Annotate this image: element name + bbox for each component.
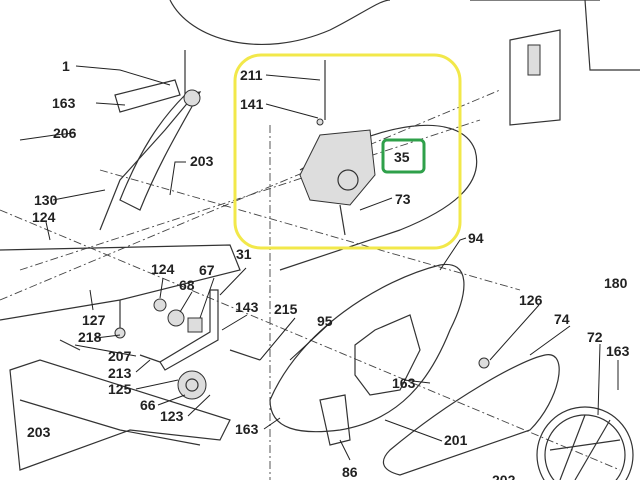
label-31: 31 (236, 246, 252, 262)
belt-cover-94 (269, 263, 465, 433)
bushing-67 (187, 317, 203, 333)
label-74: 74 (554, 311, 570, 327)
label-203: 203 (190, 153, 214, 169)
frame-corner (470, 0, 640, 126)
washer-124 (153, 298, 167, 312)
label-163-lower: 163 (235, 421, 259, 437)
gearbox-35 (299, 129, 376, 206)
label-66: 66 (140, 397, 156, 413)
frame-bracket (527, 44, 541, 76)
highlight-box-35 (381, 138, 426, 174)
label-207: 207 (108, 348, 132, 364)
label-201: 201 (444, 432, 468, 448)
label-127: 127 (82, 312, 106, 328)
cover-cutout (354, 314, 421, 396)
label-213: 213 (108, 365, 132, 381)
label-35: 35 (394, 149, 410, 165)
base-bracket (0, 244, 241, 321)
bracket-86 (319, 394, 351, 446)
cable-loop (169, 0, 391, 45)
deck-plate (9, 359, 231, 471)
handle-pivot (183, 89, 201, 107)
highlight-ring (233, 53, 462, 250)
label-68: 68 (179, 277, 195, 293)
label-95: 95 (317, 313, 333, 329)
label-163-cover: 163 (392, 375, 416, 391)
nut-126 (478, 357, 490, 369)
label-206: 206 (53, 125, 77, 141)
tension-lever (159, 289, 219, 371)
label-180: 180 (604, 275, 628, 291)
pin-73 (339, 204, 346, 236)
label-163: 163 (52, 95, 76, 111)
label-215: 215 (274, 301, 298, 317)
label-1: 1 (62, 58, 70, 74)
label-163-right: 163 (606, 343, 630, 359)
handle-arm (119, 91, 202, 211)
label-124b: 124 (151, 261, 175, 277)
label-123: 123 (160, 408, 184, 424)
pulley-66 (177, 370, 207, 400)
label-211: 211 (240, 67, 263, 83)
label-143: 143 (235, 299, 259, 315)
label-126: 126 (519, 292, 543, 308)
label-94: 94 (468, 230, 484, 246)
label-124: 124 (32, 209, 56, 225)
drive-belt-74 (382, 354, 560, 476)
wheel-72 (536, 406, 634, 480)
part-labels: 1 163 206 203 130 124 211 141 35 73 94 3… (27, 58, 630, 480)
washer-141 (316, 118, 324, 126)
label-67: 67 (199, 262, 215, 278)
deck-slot (19, 399, 201, 446)
label-202: 202 (492, 472, 516, 480)
handle-plate (99, 79, 191, 231)
label-73: 73 (395, 191, 411, 207)
spacer-68 (167, 309, 185, 327)
label-86: 86 (342, 464, 358, 480)
label-130: 130 (34, 192, 58, 208)
label-218: 218 (78, 329, 102, 345)
label-72: 72 (587, 329, 603, 345)
bolts (59, 300, 261, 363)
label-125: 125 (108, 381, 132, 397)
label-203-lower: 203 (27, 424, 51, 440)
label-141: 141 (240, 96, 264, 112)
